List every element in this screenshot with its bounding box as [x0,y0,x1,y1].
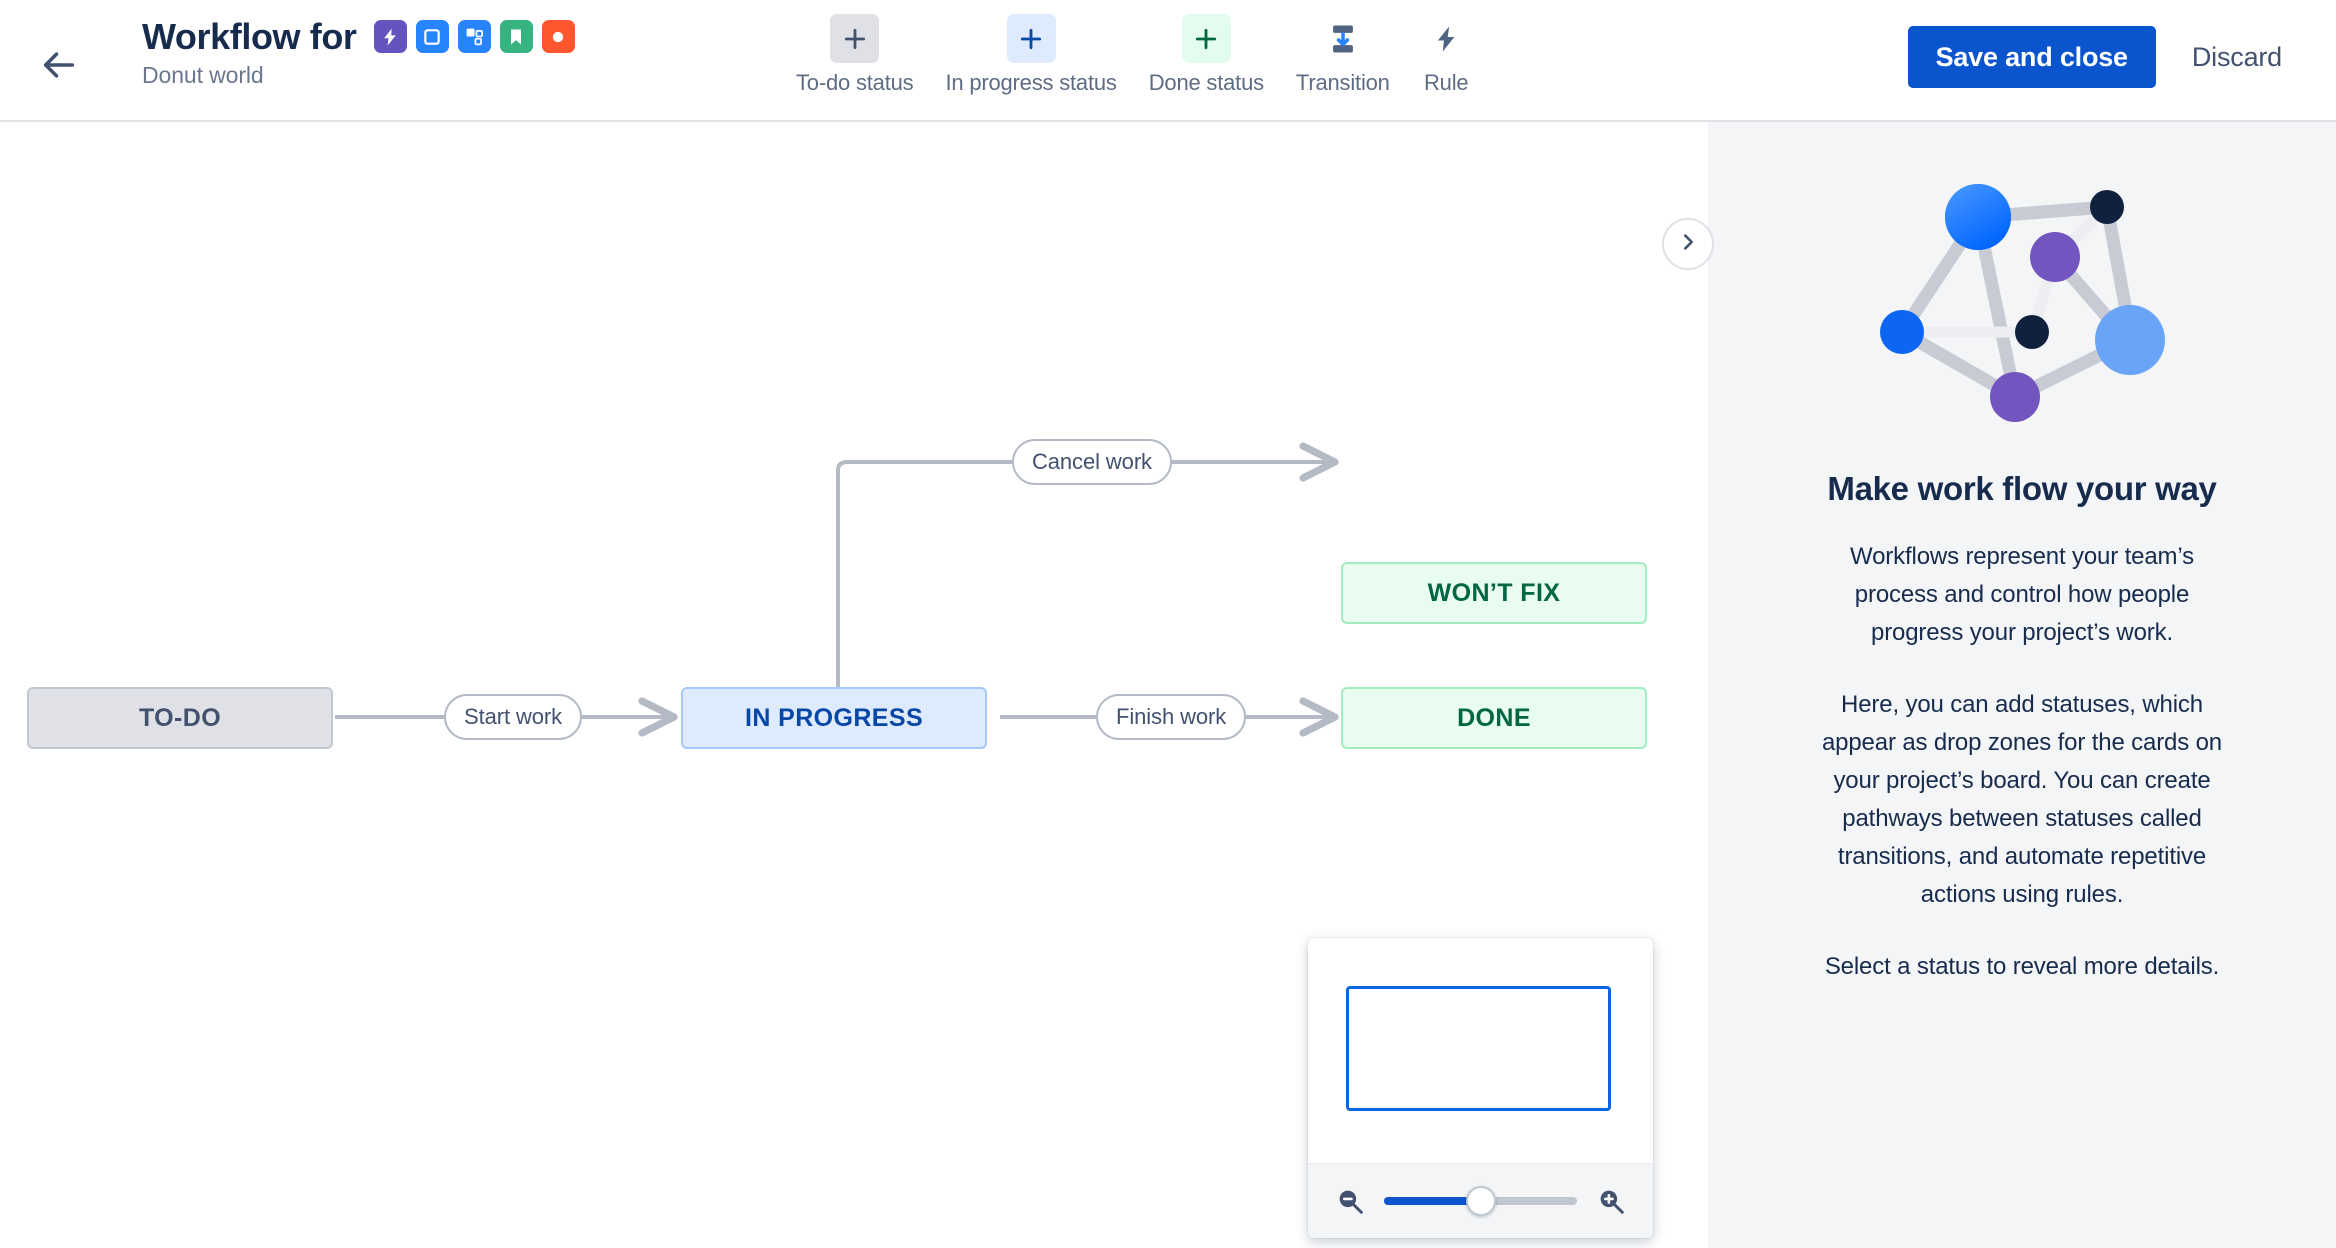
plus-icon [1181,14,1231,63]
transition-label-cancel-work[interactable]: Cancel work [1012,439,1172,485]
discard-button[interactable]: Discard [2174,26,2300,88]
transition-icon [1318,14,1367,63]
plus-icon [1006,14,1056,63]
panel-title: Make work flow your way [1827,470,2217,507]
minimap-panel[interactable] [1308,938,1653,1238]
header-actions: Save and close Discard [1907,26,2300,88]
bookmark-icon[interactable] [499,20,533,54]
zoom-in-icon[interactable] [1591,1181,1631,1221]
panel-paragraph-1: Workflows represent your team’s process … [1850,543,2194,646]
tool-label: In progress status [945,70,1117,95]
add-transition-button[interactable]: Transition [1280,14,1406,96]
add-todo-status-button[interactable]: To-do status [780,14,929,96]
info-side-panel: Make work flow your way Workflows repres… [1708,122,2336,1248]
add-done-status-button[interactable]: Done status [1133,14,1280,96]
circle-filled-icon[interactable] [541,20,575,54]
tool-label: Transition [1295,70,1390,95]
zoom-slider[interactable] [1384,1186,1577,1216]
add-rule-button[interactable]: Rule [1406,14,1487,96]
zoom-controls [1308,1163,1653,1238]
minimap-viewport-rect[interactable] [1346,986,1611,1111]
panel-paragraph-3: Select a status to reveal more details. [1824,953,2220,980]
workflow-toolbar: To-do status In progress status Done sta… [780,14,1487,96]
lightning-bolt-icon [1422,14,1471,63]
plus-icon [830,14,880,63]
app-header: Workflow for [0,0,2336,122]
save-and-close-button[interactable]: Save and close [1907,26,2156,88]
title-block: Workflow for [142,18,575,89]
status-node-wont-fix[interactable]: WON’T FIX [1341,562,1647,624]
workflow-connectors [335,442,1339,737]
status-node-in-progress[interactable]: IN PROGRESS [681,687,987,749]
back-button[interactable] [34,40,84,90]
status-node-todo[interactable]: TO-DO [27,687,333,749]
chevron-right-icon [1677,231,1699,258]
add-inprogress-status-button[interactable]: In progress status [929,14,1132,96]
project-icon-group [373,20,575,54]
zoom-slider-knob[interactable] [1465,1186,1496,1216]
status-node-done[interactable]: DONE [1341,687,1647,749]
connected-nodes-icon[interactable] [457,20,491,54]
tool-label: To-do status [796,70,914,95]
arrow-left-icon [39,45,79,85]
page-title: Workflow for [142,16,357,57]
transition-label-finish-work[interactable]: Finish work [1096,694,1247,740]
zoom-out-icon[interactable] [1330,1181,1370,1221]
panel-collapse-button[interactable] [1662,218,1714,270]
square-outline-icon[interactable] [415,20,449,54]
workflow-network-illustration [1872,162,2172,452]
tool-label: Rule [1423,70,1469,95]
tool-label: Done status [1148,70,1264,95]
page-subtitle: Donut world [142,61,264,88]
panel-paragraph-2: Here, you can add statuses, which appear… [1821,691,2223,908]
transition-label-start-work[interactable]: Start work [444,694,583,740]
lightning-bolt-icon[interactable] [373,20,407,54]
